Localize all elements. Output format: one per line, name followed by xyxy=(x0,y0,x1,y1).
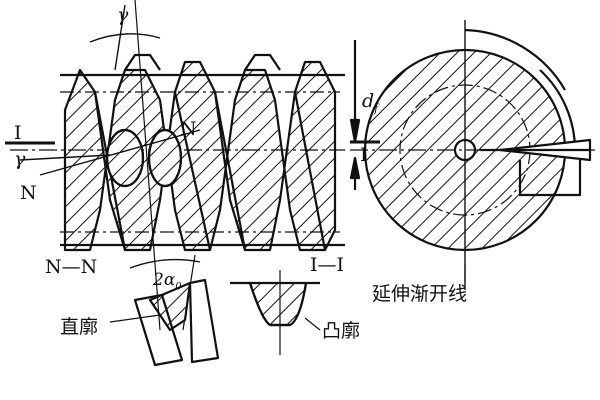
df-label: df xyxy=(362,90,379,115)
section-I-left-label: I xyxy=(14,122,22,144)
angle-2alpha-label: 2α0 xyxy=(153,270,182,293)
end-view xyxy=(350,20,595,290)
straight-profile-label: 直廓 xyxy=(60,316,99,338)
convex-profile-label: 凸廓 xyxy=(322,320,361,342)
N-mid-label: N xyxy=(180,118,197,140)
axial-section-II xyxy=(230,270,321,355)
section-II-label: I—I xyxy=(310,254,345,276)
section-I-right-label: I xyxy=(360,144,368,166)
gamma-left-label: γ xyxy=(14,148,26,170)
normal-section-NN xyxy=(109,0,220,367)
extended-involute-label: 延伸渐开线 xyxy=(372,283,468,305)
worm-body xyxy=(5,4,345,252)
root-diameter-arrows xyxy=(349,40,380,190)
section-NN-label: N—N xyxy=(45,256,98,278)
N-left-label: N xyxy=(20,182,37,204)
gamma-top-label: γ xyxy=(117,4,129,26)
